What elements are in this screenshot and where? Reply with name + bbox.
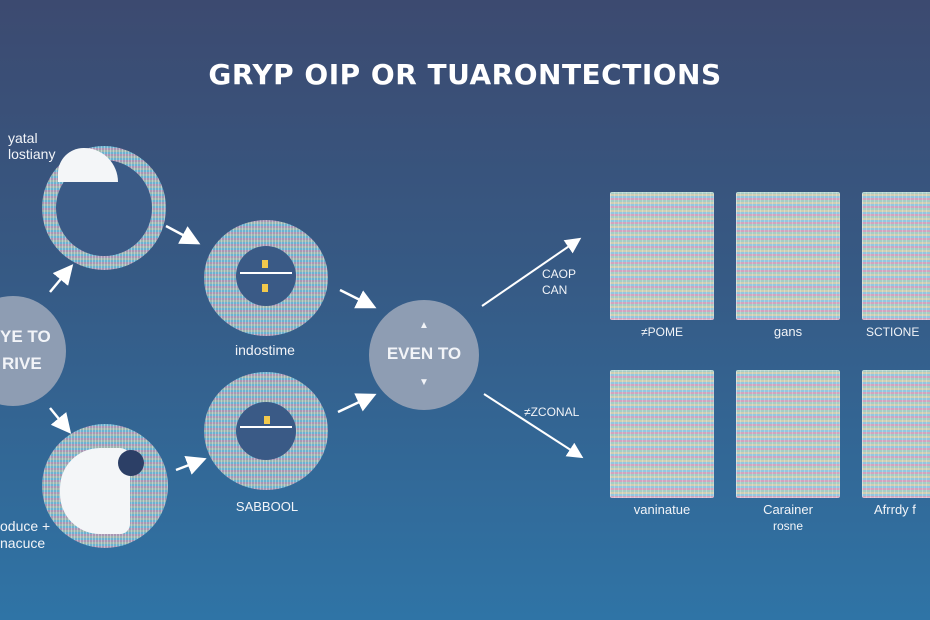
diagram-title: GRYP OIP OR TUARONTECTIONS — [208, 58, 722, 91]
left-node-line1: YE TO — [0, 327, 51, 346]
panel-bottom-1 — [610, 370, 714, 498]
center-node-label: EVEN TO — [386, 344, 462, 363]
top-left-ring — [42, 146, 166, 270]
panel-top-3 — [862, 192, 930, 320]
middle-top-ring-label: indostime — [235, 342, 295, 358]
arrow-bottom-ring-to-mid-ring — [175, 456, 207, 475]
arrow-top-ring-to-mid-ring — [165, 224, 201, 245]
arrow-left-to-top-ring — [49, 264, 74, 293]
panel-bottom-1-label: vaninatue — [633, 502, 691, 517]
bottom-left-label-line2: nacuce — [0, 535, 46, 551]
panel-bottom-3-label: Afrrdy f — [874, 502, 916, 517]
bottom-left-label-line1: oduce + — [0, 518, 51, 534]
arrow-mid-top-to-center — [339, 288, 377, 309]
bottom-left-ring — [42, 424, 168, 548]
left-node-line2: RIVE — [2, 354, 42, 373]
arrow-center-to-upper-right — [481, 237, 582, 307]
panel-bottom-2-label-line1: Carainer — [763, 502, 813, 517]
upper-arrow-label-line1: CAOP — [542, 267, 577, 281]
top-left-label-line1: yatal — [8, 130, 38, 146]
center-down-icon: ▼ — [419, 377, 429, 388]
lower-arrow-label: ≠ZCONAL — [524, 405, 580, 419]
arrow-center-to-lower-right — [483, 393, 584, 459]
arrow-mid-bottom-to-center — [337, 393, 377, 414]
panel-top-3-label: SCTIONE — [866, 325, 920, 339]
middle-top-ring — [204, 220, 328, 336]
top-left-label-line2: lostiany — [8, 146, 56, 162]
panel-top-1 — [610, 192, 714, 320]
middle-bottom-ring-label: SABBOOL — [235, 499, 299, 514]
panel-top-2 — [736, 192, 840, 320]
panel-bottom-2-label-line2: rosne — [772, 519, 804, 533]
panel-top-1-label: ≠POME — [641, 325, 683, 339]
panel-bottom-3 — [862, 370, 930, 498]
center-up-icon: ▲ — [419, 320, 429, 331]
panel-top-2-label: gans — [773, 324, 803, 339]
center-node — [369, 300, 479, 410]
middle-bottom-ring — [204, 372, 328, 490]
upper-arrow-label-line2: CAN — [542, 283, 568, 297]
panel-bottom-2 — [736, 370, 840, 498]
arrow-left-to-bottom-ring — [49, 407, 72, 434]
